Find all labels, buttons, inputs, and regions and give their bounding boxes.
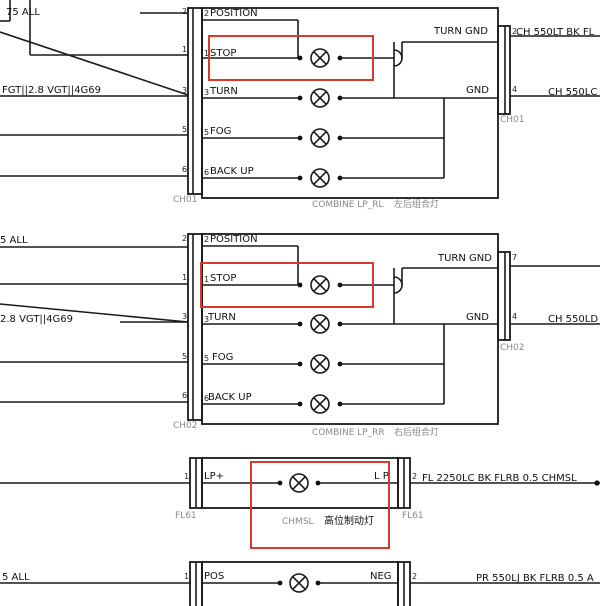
combine-lp-rl-block: 75 ALL FGT||2.8 VGT||4G69 2 1 3 5 6 2 1 …	[0, 0, 600, 210]
combine-lp-rr-block: 5 ALL 2.8 VGT||4G69 2 1 3 5 6 2 1 3 5 6 …	[0, 233, 600, 438]
rl-wire-right-2: CH 550LC	[548, 87, 597, 98]
rr-stop-highlight	[200, 262, 374, 308]
rr-inner-pin-2: 2	[204, 235, 209, 244]
chmsl-conn-right-label: FL61	[402, 511, 424, 521]
rr-label-stop: STOP	[210, 273, 236, 284]
pos-neg-block: 5 ALL 1 POS NEG 2 PR 550LJ BK FLRB 0.5 A	[0, 561, 600, 606]
rl-pin-3: 3	[182, 86, 187, 95]
rl-pin-2: 2	[182, 7, 187, 16]
rl-inner-pin-5: 5	[204, 128, 209, 137]
rl-pin-6: 6	[182, 165, 187, 174]
rr-right-pin-4: 4	[512, 312, 517, 321]
rr-turn-gnd-label: TURN GND	[437, 253, 492, 264]
connector-ch02-right	[497, 251, 511, 341]
rr-stop-lamp-icon	[297, 275, 343, 295]
rl-wire-left-1: 75 ALL	[6, 7, 40, 18]
neg-label: NEG	[370, 571, 392, 582]
chmsl-lamp-icon	[277, 473, 321, 493]
rr-pin-3: 3	[182, 312, 187, 321]
rr-backup-lamp-icon	[297, 394, 343, 414]
rr-conn-label: CH02	[173, 421, 198, 431]
rr-gnd-label: GND	[466, 312, 489, 323]
rr-inner-pin-1: 1	[204, 275, 209, 284]
rl-pin-1: 1	[182, 45, 187, 54]
chmsl-pin-2: 2	[412, 472, 417, 481]
connector-ch02-left	[187, 233, 203, 421]
rr-pin-2: 2	[182, 234, 187, 243]
rr-pin-1: 1	[182, 273, 187, 282]
pos-wire-right: PR 550LJ BK FLRB 0.5 A	[476, 573, 594, 584]
pos-label: POS	[204, 571, 224, 582]
rl-turn-lamp-icon	[297, 88, 343, 108]
chmsl-module-cn: 高位制动灯	[324, 514, 374, 527]
rr-label-position: POSITION	[210, 234, 258, 245]
chmsl-conn-left-label: FL61	[175, 511, 197, 521]
rl-inner-pin-3: 3	[204, 88, 209, 97]
rr-inner-pin-5: 5	[204, 354, 209, 363]
connector-ch01-right	[497, 25, 511, 115]
rl-pin-5: 5	[182, 125, 187, 134]
rl-label-turn: TURN	[209, 86, 238, 97]
rr-wire-left-1: 5 ALL	[0, 235, 28, 246]
rr-pin-6: 6	[182, 391, 187, 400]
rl-conn-right-label: CH01	[500, 115, 525, 125]
pos-pin-1: 1	[184, 572, 189, 581]
rl-label-fog: FOG	[210, 126, 231, 137]
chmsl-label-lp-plus: LP+	[204, 471, 224, 482]
rl-backup-lamp-icon	[297, 168, 343, 188]
rr-wire-left-2: 2.8 VGT||4G69	[0, 314, 73, 325]
connector-ch01-left	[187, 7, 203, 195]
rl-inner-pin-2: 2	[204, 9, 209, 18]
rl-gnd-label: GND	[466, 85, 489, 96]
rl-inner-pin-6: 6	[204, 168, 209, 177]
rl-fog-lamp-icon	[297, 128, 343, 148]
rl-right-pin-4: 4	[512, 85, 517, 94]
rl-stop-highlight	[208, 35, 374, 81]
rl-label-position: POSITION	[210, 8, 258, 19]
chmsl-highlight	[250, 461, 390, 549]
rr-module-name: COMBINE LP_RR	[312, 428, 385, 438]
pos-wire-left: 5 ALL	[2, 572, 30, 583]
rl-label-stop: STOP	[210, 48, 236, 59]
rr-label-turn: TURN	[207, 312, 236, 323]
rl-conn-label: CH01	[173, 195, 198, 205]
rr-pin-5: 5	[182, 352, 187, 361]
rr-label-fog: FOG	[212, 352, 233, 363]
rl-stop-lamp-icon	[297, 48, 343, 68]
chmsl-label-lp: L P	[374, 471, 389, 482]
rr-conn-right-label: CH02	[500, 343, 525, 353]
rr-fog-lamp-icon	[297, 354, 343, 374]
rl-label-backup: BACK UP	[210, 166, 254, 177]
chmsl-wire-right: FL 2250LC BK FLRB 0.5 CHMSL	[422, 473, 577, 484]
rr-module-cn: 右后组合灯	[394, 426, 439, 438]
rl-inner-pin-1: 1	[204, 49, 209, 58]
chmsl-module-name: CHMSL	[282, 517, 314, 527]
rl-module-cn: 左后组合灯	[394, 198, 439, 210]
pos-lamp-icon	[277, 573, 321, 593]
rr-turn-lamp-icon	[297, 314, 343, 334]
rl-wire-right-1: CH 550LT BK FL	[516, 27, 595, 38]
rr-wire-right-2: CH 550LD	[548, 314, 598, 325]
rr-inner-pin-3: 3	[204, 315, 209, 324]
chmsl-pin-1: 1	[184, 472, 189, 481]
rl-turn-gnd-label: TURN GND	[433, 26, 488, 37]
rl-wire-left-2: FGT||2.8 VGT||4G69	[2, 85, 101, 96]
rr-right-pin-7: 7	[512, 253, 517, 262]
rr-label-backup: BACK UP	[208, 392, 252, 403]
rl-right-pin-2: 2	[512, 27, 517, 36]
neg-pin-2: 2	[412, 572, 417, 581]
chmsl-block: 1 LP+ L P 2 FL 2250LC BK FLRB 0.5 CHMSL …	[0, 457, 600, 549]
rr-inner-pin-6: 6	[204, 394, 209, 403]
rl-module-name: COMBINE LP_RL	[312, 200, 383, 210]
